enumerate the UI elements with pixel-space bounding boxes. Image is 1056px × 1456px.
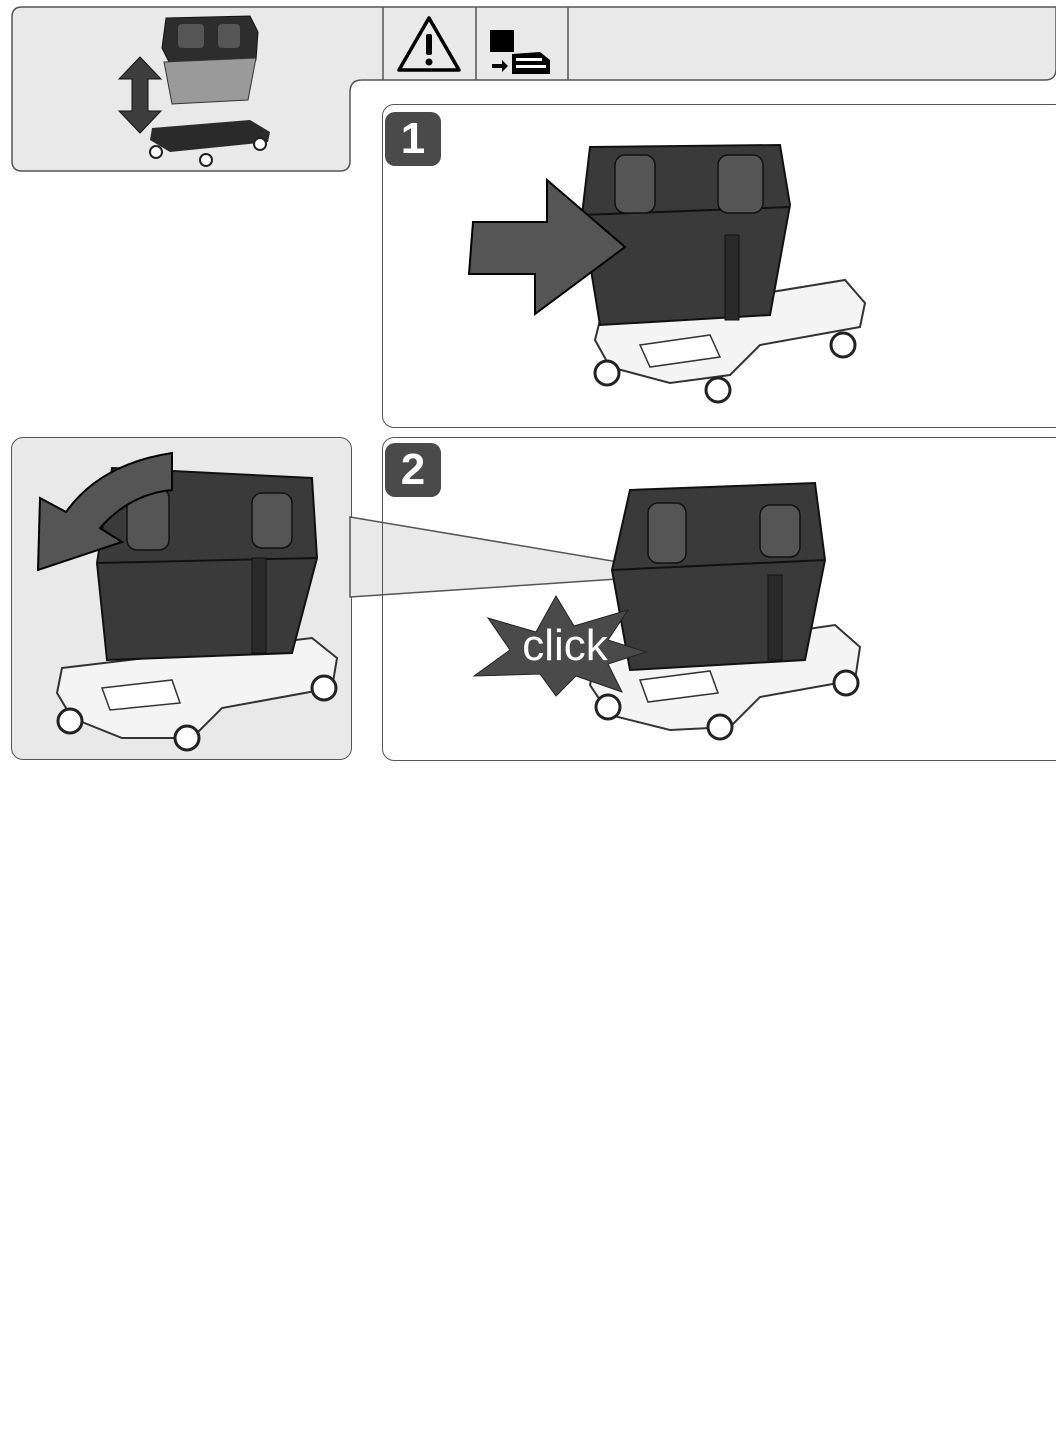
click-label: click: [505, 620, 625, 672]
step-badge: 1: [385, 112, 441, 166]
warning-triangle-icon: [396, 15, 462, 73]
push-arrow-icon: [465, 178, 630, 316]
remove-battery-icon: [488, 28, 554, 78]
step-badge: 2: [385, 443, 441, 497]
step-number: 1: [401, 114, 425, 163]
curved-rotate-arrow-icon: [30, 450, 175, 575]
up-down-arrow-icon: [115, 55, 165, 135]
step-number: 2: [401, 445, 425, 494]
